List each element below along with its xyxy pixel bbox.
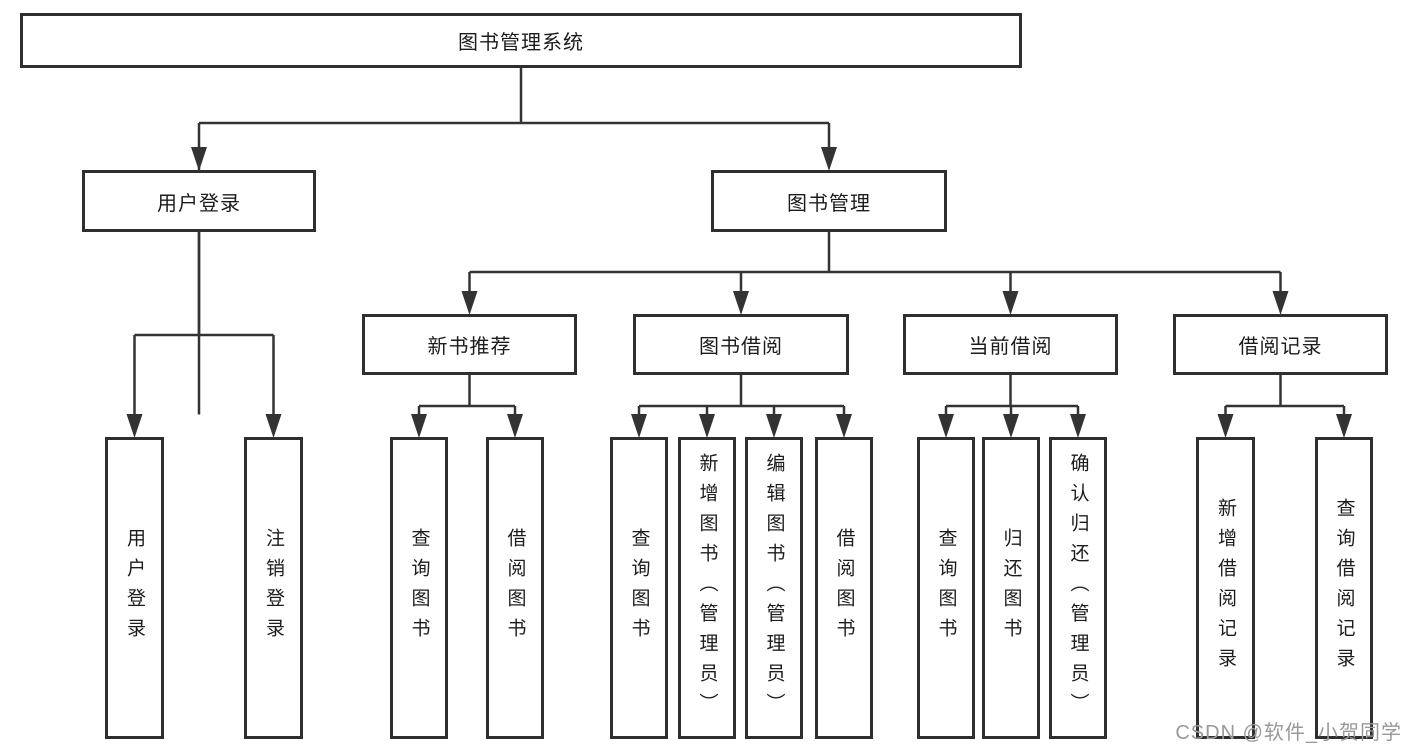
leaf-borrow-books-recommend: 借阅图书 <box>486 437 544 739</box>
node-book-management: 图书管理 <box>711 170 947 232</box>
leaf-query-books-borrowing-label: 查询图书 <box>628 528 650 648</box>
connector-new-book-to-leaves <box>411 375 523 438</box>
node-root-label: 图书管理系统 <box>458 32 584 54</box>
leaf-logout: 注销登录 <box>244 437 303 739</box>
leaf-edit-book-admin-label: 编辑图书（管理员） <box>763 453 785 723</box>
node-book-borrowing-label: 图书借阅 <box>699 336 783 358</box>
leaf-add-book-admin: 新增图书（管理员） <box>678 437 736 739</box>
node-root: 图书管理系统 <box>20 13 1022 68</box>
leaf-edit-book-admin: 编辑图书（管理员） <box>745 437 803 739</box>
leaf-query-books-current-label: 查询图书 <box>935 528 957 648</box>
leaf-query-borrow-record-label: 查询借阅记录 <box>1333 498 1355 678</box>
connector-book-borrowing-to-leaves <box>631 375 852 438</box>
leaf-borrow-books-recommend-label: 借阅图书 <box>504 528 526 648</box>
leaf-borrow-books-borrowing: 借阅图书 <box>815 437 873 739</box>
leaf-add-borrow-record: 新增借阅记录 <box>1196 437 1255 739</box>
leaf-borrow-books-borrowing-label: 借阅图书 <box>833 528 855 648</box>
watermark: CSDN @软件_小贺同学 <box>1175 722 1402 744</box>
leaf-add-borrow-record-label: 新增借阅记录 <box>1215 498 1236 678</box>
node-borrowing-records-label: 借阅记录 <box>1238 336 1323 358</box>
connector-current-borrowing-to-leaves <box>938 375 1086 438</box>
leaf-query-borrow-record: 查询借阅记录 <box>1315 437 1373 739</box>
leaf-query-books-recommend-label: 查询图书 <box>408 528 430 648</box>
node-book-borrowing: 图书借阅 <box>633 314 849 375</box>
connector-user-login-to-leaves <box>126 232 282 438</box>
leaf-user-login-label: 用户登录 <box>124 528 145 648</box>
leaf-query-books-recommend: 查询图书 <box>390 437 448 739</box>
node-new-book-recommendation-label: 新书推荐 <box>427 336 512 358</box>
leaf-add-book-admin-label: 新增图书（管理员） <box>696 453 718 723</box>
node-current-borrowing-label: 当前借阅 <box>968 336 1053 358</box>
node-current-borrowing: 当前借阅 <box>903 314 1118 375</box>
leaf-query-books-current: 查询图书 <box>917 437 975 739</box>
node-new-book-recommendation: 新书推荐 <box>362 314 577 375</box>
node-book-management-label: 图书管理 <box>787 192 871 215</box>
leaf-confirm-return-admin-label: 确认归还（管理员） <box>1067 453 1089 723</box>
leaf-user-login: 用户登录 <box>105 437 164 739</box>
connector-borrow-records-to-leaves <box>1217 375 1352 438</box>
leaf-logout-label: 注销登录 <box>263 528 284 648</box>
node-user-login: 用户登录 <box>82 170 316 232</box>
node-borrowing-records: 借阅记录 <box>1173 314 1388 375</box>
leaf-confirm-return-admin: 确认归还（管理员） <box>1049 437 1107 739</box>
node-user-login-label: 用户登录 <box>157 192 241 215</box>
leaf-query-books-borrowing: 查询图书 <box>610 437 668 739</box>
leaf-return-books: 归还图书 <box>982 437 1040 739</box>
connector-book-management-to-level3 <box>461 232 1289 315</box>
leaf-return-books-label: 归还图书 <box>1000 528 1022 648</box>
